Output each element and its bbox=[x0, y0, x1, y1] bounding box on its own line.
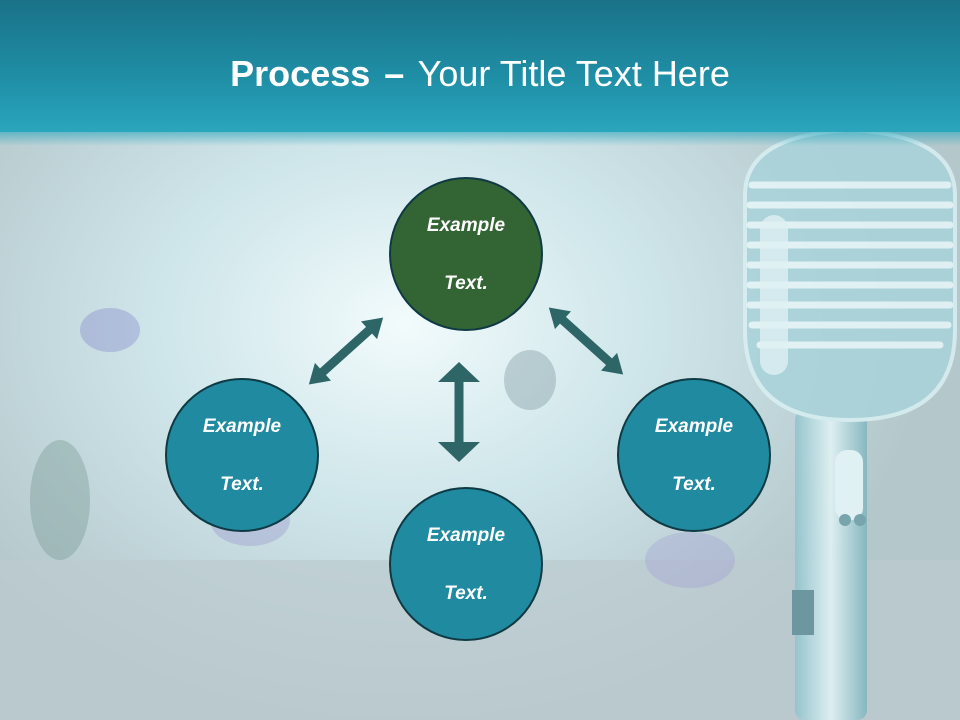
node-bottom-line1: Example bbox=[426, 524, 506, 546]
slide-title: Process – Your Title Text Here bbox=[0, 52, 960, 96]
node-right-line2: Text. bbox=[672, 473, 716, 495]
node-top-line2: Text. bbox=[444, 272, 488, 294]
title-separator: – bbox=[384, 53, 405, 94]
title-bar bbox=[0, 0, 960, 146]
title-text: Your Title Text Here bbox=[417, 53, 730, 94]
node-top-line1: Example bbox=[426, 214, 506, 236]
title-bold-word: Process bbox=[230, 53, 371, 94]
node-left-line2: Text. bbox=[220, 473, 264, 495]
node-left-line1: Example bbox=[202, 415, 282, 437]
node-right-line1: Example bbox=[654, 415, 734, 437]
node-bottom-line2: Text. bbox=[444, 582, 488, 604]
